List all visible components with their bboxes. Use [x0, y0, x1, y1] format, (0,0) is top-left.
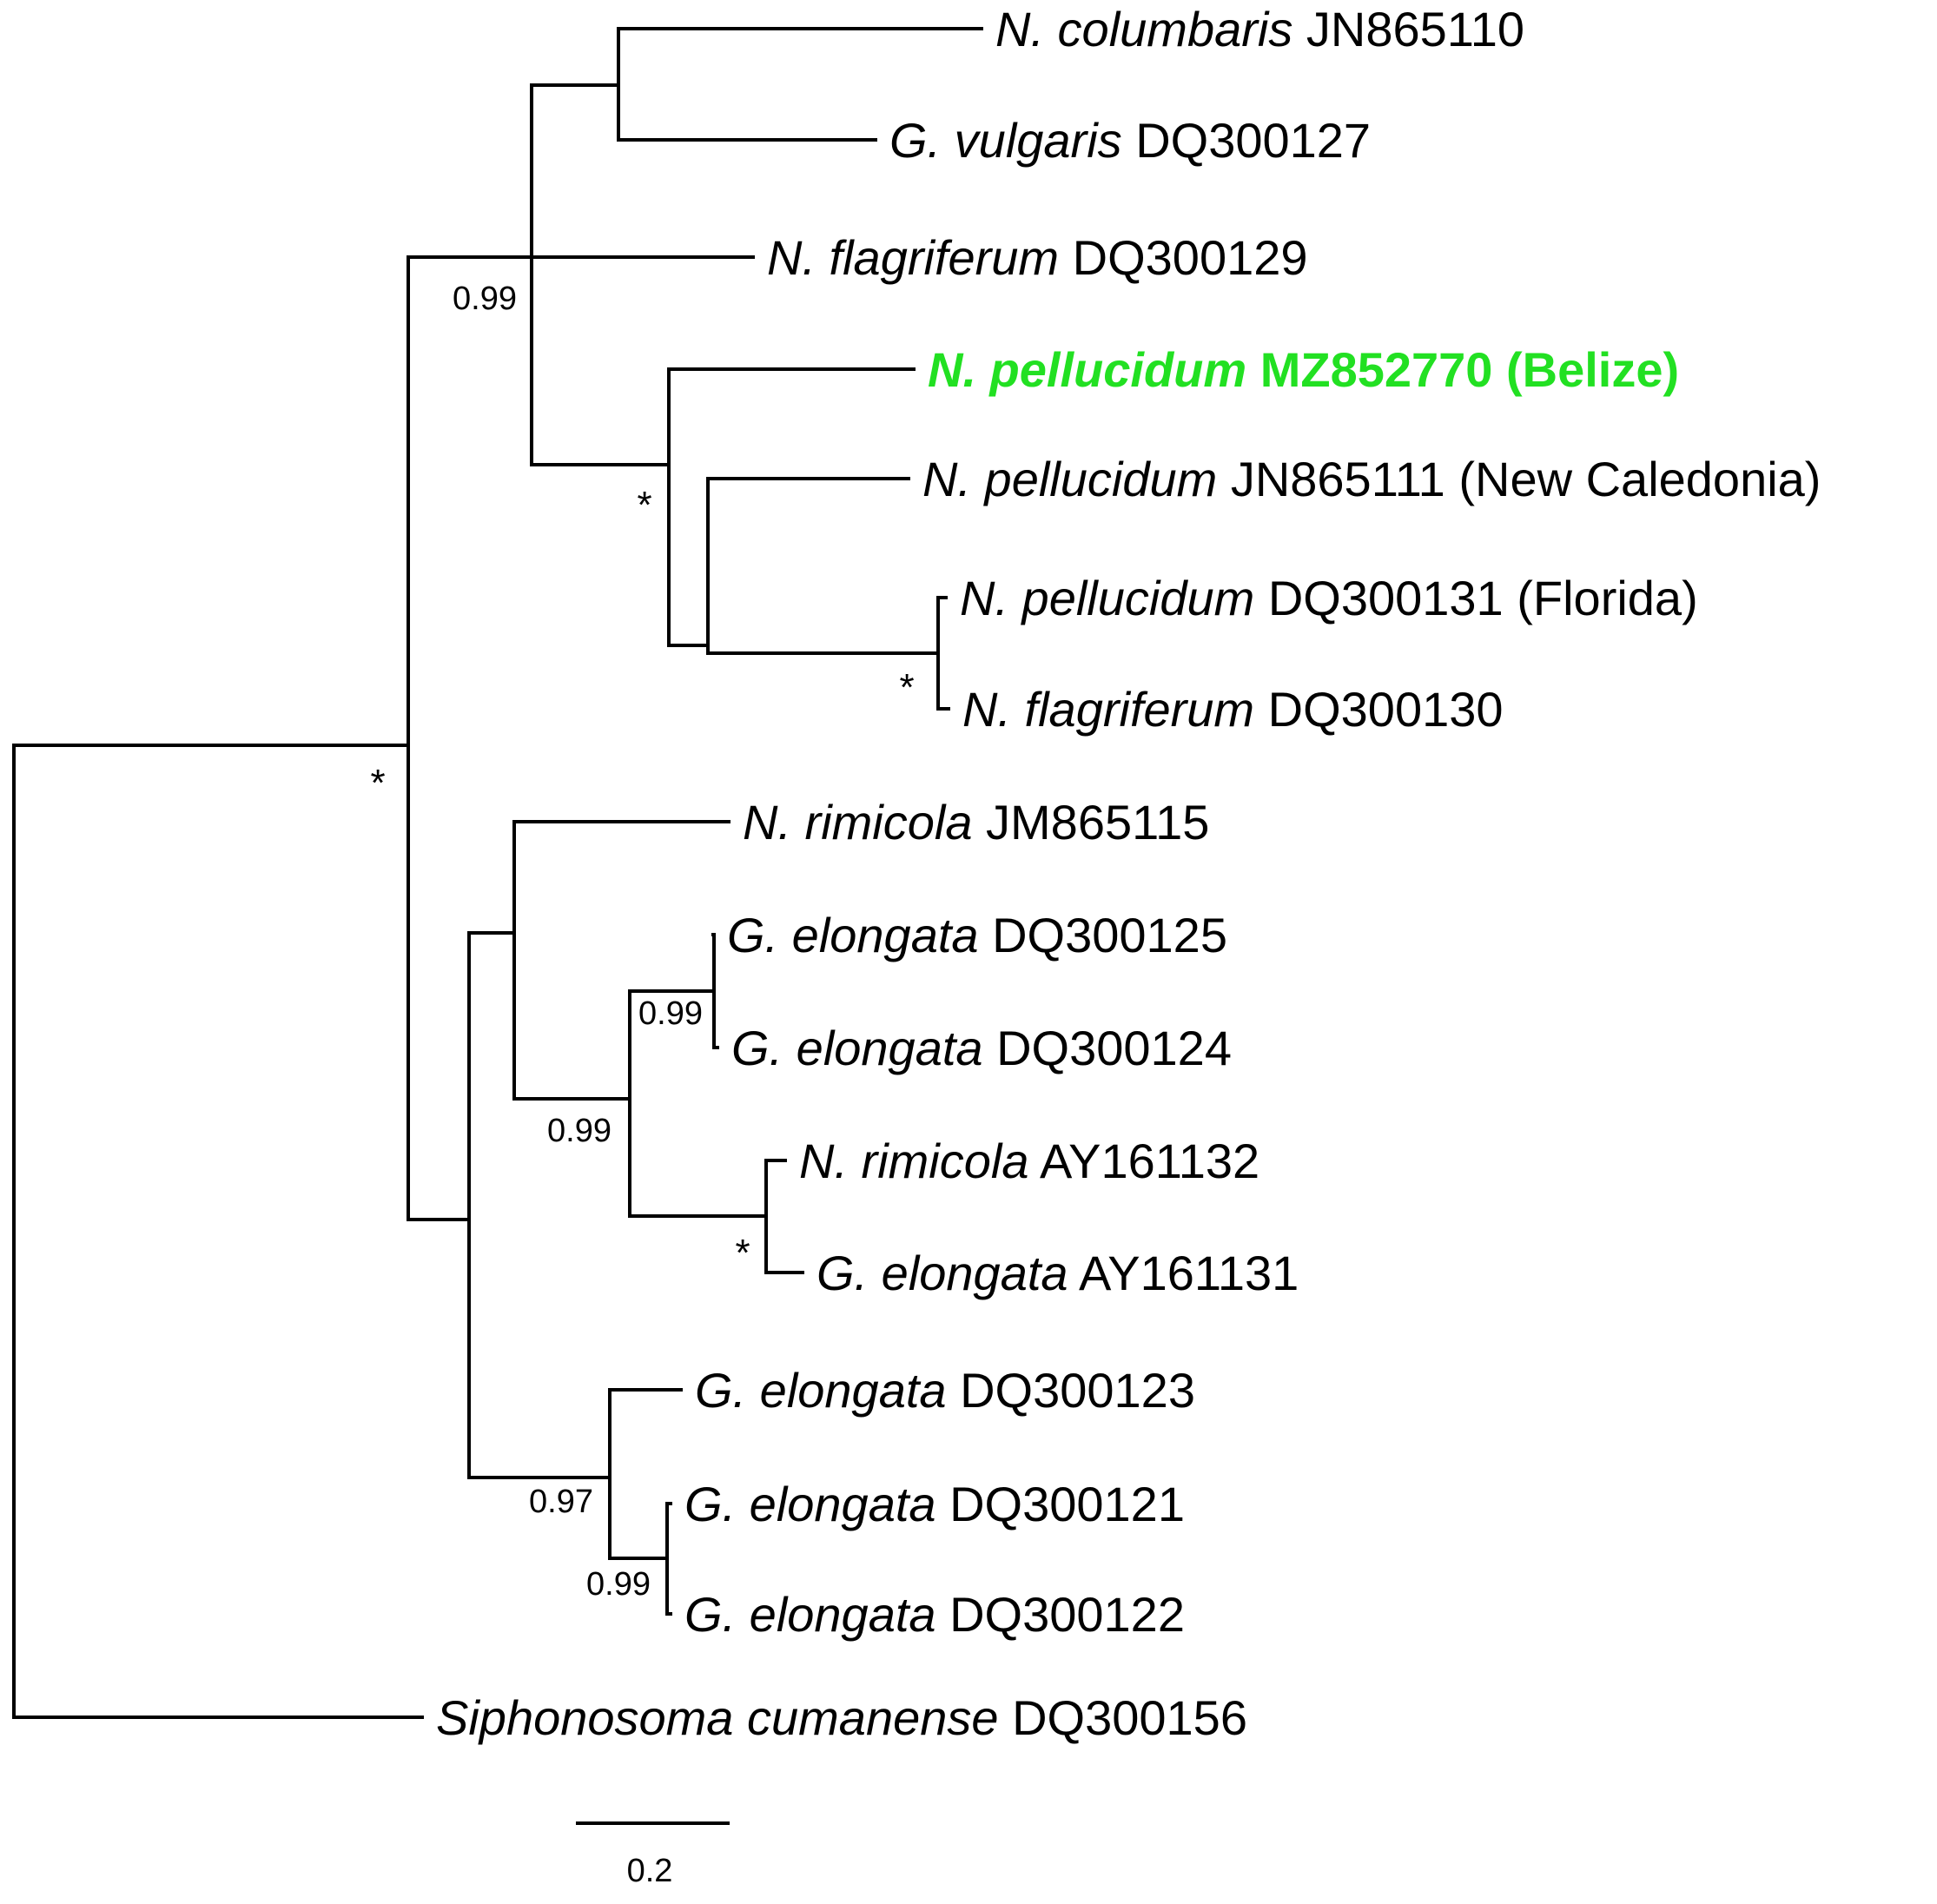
support-value: 0.99: [547, 1113, 612, 1149]
support-value: *: [637, 484, 651, 526]
tip-label: N. flagriferum DQ300129: [767, 230, 1308, 285]
tip-species: N. pellucidum: [960, 571, 1254, 625]
tip-accession: AY161132: [1028, 1134, 1259, 1188]
tip-species: G. elongata: [684, 1587, 936, 1642]
tip-species: G. elongata: [731, 1021, 983, 1075]
tip-species: N. pellucidum: [928, 342, 1246, 397]
tip-species: G. elongata: [727, 908, 979, 962]
tip-label: G. elongata DQ300121: [684, 1477, 1185, 1531]
tip-label: N. rimicola JM865115: [743, 795, 1209, 850]
tip-label: G. elongata DQ300124: [731, 1021, 1232, 1075]
tip-accession: DQ300129: [1059, 230, 1307, 285]
tip-accession: DQ300124: [983, 1021, 1232, 1075]
tip-label: G. vulgaris DQ300127: [889, 113, 1371, 168]
tip-label: G. elongata DQ300125: [727, 908, 1227, 962]
tip-label: N. columbaris JN865110: [995, 2, 1524, 56]
tip-accession: DQ300121: [936, 1477, 1185, 1531]
support-value: *: [899, 666, 914, 709]
tip-accession: AY161131: [1068, 1246, 1299, 1300]
tip-accession: DQ300125: [979, 908, 1227, 962]
tip-label: G. elongata DQ300123: [695, 1363, 1195, 1418]
support-value: *: [370, 762, 385, 804]
tip-accession: JN865110: [1292, 2, 1524, 56]
support-value: *: [735, 1232, 750, 1274]
tip-species: N. rimicola: [799, 1134, 1028, 1188]
scale-bar-label: 0.2: [627, 1853, 673, 1889]
tip-species: G. elongata: [684, 1477, 936, 1531]
tip-species: N. pellucidum: [922, 452, 1217, 506]
tip-label: N. pellucidum DQ300131 (Florida): [960, 571, 1698, 625]
tip-accession: DQ300123: [947, 1363, 1195, 1418]
tip-label: G. elongata DQ300122: [684, 1587, 1185, 1642]
tip-species: G. vulgaris: [889, 113, 1122, 168]
tip-species: Siphonosoma cumanense: [436, 1690, 999, 1745]
tip-accession: DQ300122: [936, 1587, 1185, 1642]
tip-label: Siphonosoma cumanense DQ300156: [436, 1690, 1247, 1745]
tip-species: G. elongata: [816, 1246, 1068, 1300]
tip-accession: MZ852770 (Belize): [1246, 342, 1679, 397]
tip-accession: JN865111 (New Caledonia): [1217, 452, 1821, 506]
scale-bar: 0.2: [576, 1821, 730, 1889]
tip-species: N. flagriferum: [962, 682, 1254, 737]
tip-accession: DQ300130: [1254, 682, 1503, 737]
tree-branches: [12, 27, 983, 1719]
support-value: 0.99: [453, 281, 517, 317]
tip-accession: JM865115: [972, 795, 1209, 850]
tip-accession: DQ300156: [999, 1690, 1247, 1745]
tip-species: N. columbaris: [995, 2, 1292, 56]
support-value: 0.99: [586, 1566, 651, 1603]
tip-accession: DQ300127: [1122, 113, 1371, 168]
tip-labels: N. columbaris JN865110 G. vulgaris DQ3001…: [436, 2, 1821, 1745]
tip-species: G. elongata: [695, 1363, 947, 1418]
tip-accession: DQ300131 (Florida): [1254, 571, 1697, 625]
tip-species: N. rimicola: [743, 795, 972, 850]
support-value: 0.99: [638, 995, 703, 1032]
tip-label: N. flagriferum DQ300130: [962, 682, 1504, 737]
tip-label: G. elongata AY161131: [816, 1246, 1299, 1300]
support-value: 0.97: [529, 1484, 593, 1520]
tip-species: N. flagriferum: [767, 230, 1059, 285]
tip-label: N. rimicola AY161132: [799, 1134, 1259, 1188]
support-values: * 0.99 * * 0.99 0.99 * 0.97 0.99: [370, 281, 914, 1603]
tip-label-highlighted: N. pellucidum MZ852770 (Belize): [928, 342, 1679, 397]
tip-label: N. pellucidum JN865111 (New Caledonia): [922, 452, 1821, 506]
